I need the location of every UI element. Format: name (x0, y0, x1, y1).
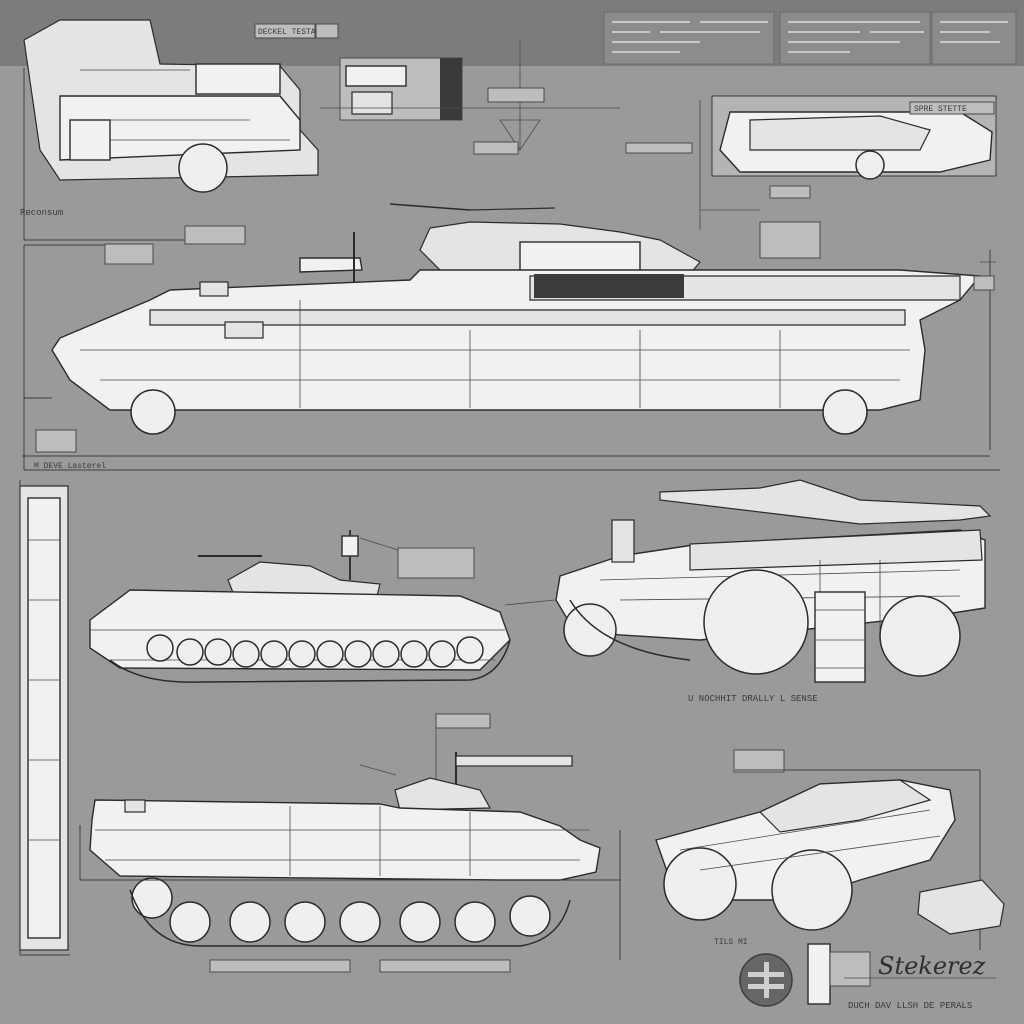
tank-road-wheels (146, 634, 484, 668)
top-label-left: DECKEL TESTA (258, 28, 316, 37)
mid-left-tag: M DEVE Lasterel (34, 462, 106, 471)
tracked-tank-side-view (89, 530, 556, 683)
blueprint-note: SPRE STETTE (914, 105, 967, 114)
top-left-vehicle-drawing: Reconsum (20, 19, 319, 241)
bottom-label: U NOCHHIT DRALLY L SENSE (688, 694, 818, 704)
apc-road-wheels (131, 877, 551, 943)
header-spec-table (603, 11, 1017, 65)
dim-label: TILS MI (714, 938, 748, 947)
side-elevation-strip (19, 480, 70, 956)
vehicle-perspective-view: TILS MI (655, 749, 1005, 950)
bottom-right-label: DUCH DAV LLSH DE PERALS (848, 1001, 972, 1011)
signature: Stekerez (878, 952, 986, 980)
wheeled-vehicle-front-three-quarter: U NOCHHIT DRALLY L SENSE (555, 479, 992, 704)
main-vehicle-side-view: M DEVE Lasterel (22, 203, 1000, 471)
left-note: Reconsum (20, 208, 63, 218)
control-panel-detail: DECKEL TESTA (254, 23, 620, 155)
armored-personnel-carrier-side-view (79, 713, 621, 973)
top-right-vehicle-drawing: SPRE STETTE (625, 95, 997, 230)
title-block: Stekerez DUCH DAV LLSH DE PERALS (739, 943, 996, 1011)
